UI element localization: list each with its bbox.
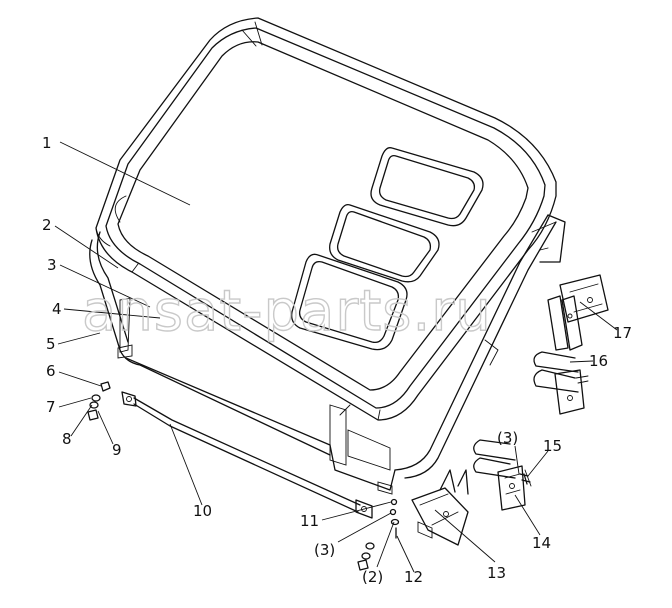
rod-10 [121, 391, 373, 519]
callout-5: 5 [46, 335, 56, 353]
watermark-text: ansat-parts.ru [82, 279, 492, 344]
callout-3: 3 [47, 256, 57, 274]
callout-2: 2 [42, 216, 52, 234]
callout-7: 7 [46, 398, 56, 416]
callout-4: 4 [52, 300, 62, 318]
callout-3b: (3) [314, 541, 335, 559]
fasteners-11-12 [357, 498, 400, 571]
bracket-17 [547, 274, 609, 351]
leader-lines [54, 141, 618, 573]
callout-17: 17 [613, 324, 632, 342]
callout-6: 6 [46, 362, 56, 380]
callout-8: 8 [62, 430, 72, 448]
bracket-13 [411, 469, 469, 546]
u-bolt-16 [533, 351, 589, 415]
callout-15: 15 [543, 437, 562, 455]
roof-panel [95, 17, 557, 421]
callout-1: 1 [42, 134, 52, 152]
callout-16: 16 [589, 352, 608, 370]
roof-frame [89, 214, 566, 495]
callout-10: 10 [193, 502, 212, 520]
fasteners-6-9 [87, 381, 111, 421]
callout-2b: (2) [362, 568, 383, 586]
bracket-14 [473, 439, 526, 511]
callout-11: 11 [300, 512, 319, 530]
callout-3c: (3) [497, 429, 518, 447]
callout-9: 9 [112, 441, 122, 459]
callout-labels: 1 2 3 4 5 6 7 8 9 10 11 (3) (2) 12 13 (3… [42, 134, 632, 586]
bolt-15 [519, 469, 532, 487]
callout-13: 13 [487, 564, 506, 582]
callout-12: 12 [404, 568, 423, 586]
callout-14: 14 [532, 534, 551, 552]
